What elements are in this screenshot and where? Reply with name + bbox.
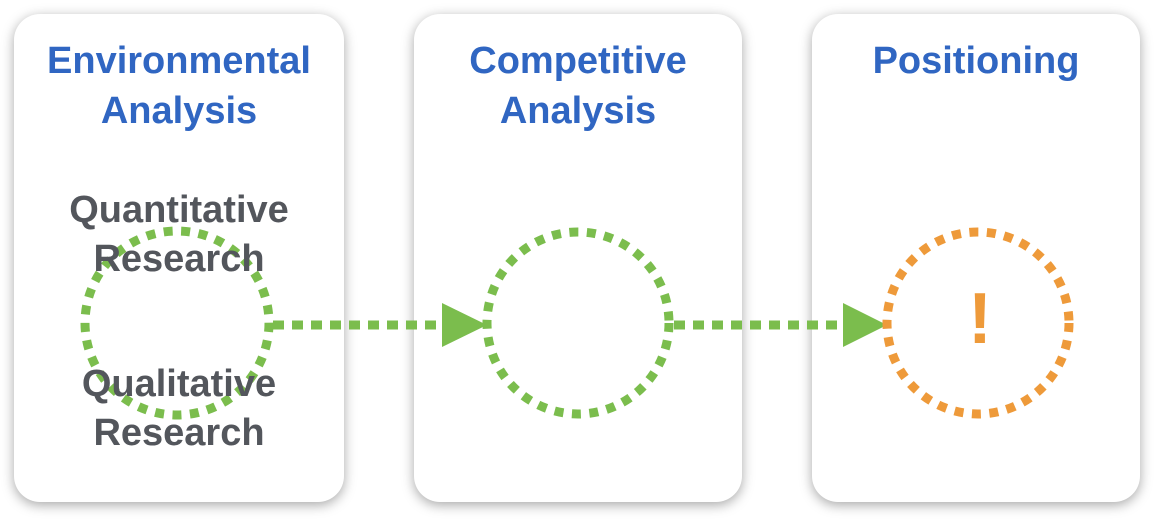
label-line: Quantitative xyxy=(69,189,289,231)
title-line: Analysis xyxy=(100,90,258,132)
exclamation-icon: ! xyxy=(968,279,992,359)
qualitative-research-label: Qualitative Research xyxy=(14,360,344,458)
title-line: Environmental xyxy=(47,40,311,82)
label-line: Qualitative xyxy=(81,363,277,405)
environmental-analysis-title: Environmental Analysis xyxy=(14,36,344,136)
competitive-analysis-title: Competitive Analysis xyxy=(414,36,742,136)
competitive-analysis-card: Competitive Analysis xyxy=(414,14,742,502)
title-line: Competitive xyxy=(469,40,687,82)
quantitative-research-label: Quantitative Research xyxy=(14,186,344,284)
environmental-analysis-card: Environmental Analysis Quantitative Rese… xyxy=(14,14,344,502)
positioning-title: Positioning xyxy=(812,36,1140,86)
label-line: Research xyxy=(93,412,265,454)
title-line: Analysis xyxy=(499,90,657,132)
title-line: Positioning xyxy=(872,40,1080,82)
positioning-card: Positioning xyxy=(812,14,1140,502)
label-line: Research xyxy=(93,238,265,280)
